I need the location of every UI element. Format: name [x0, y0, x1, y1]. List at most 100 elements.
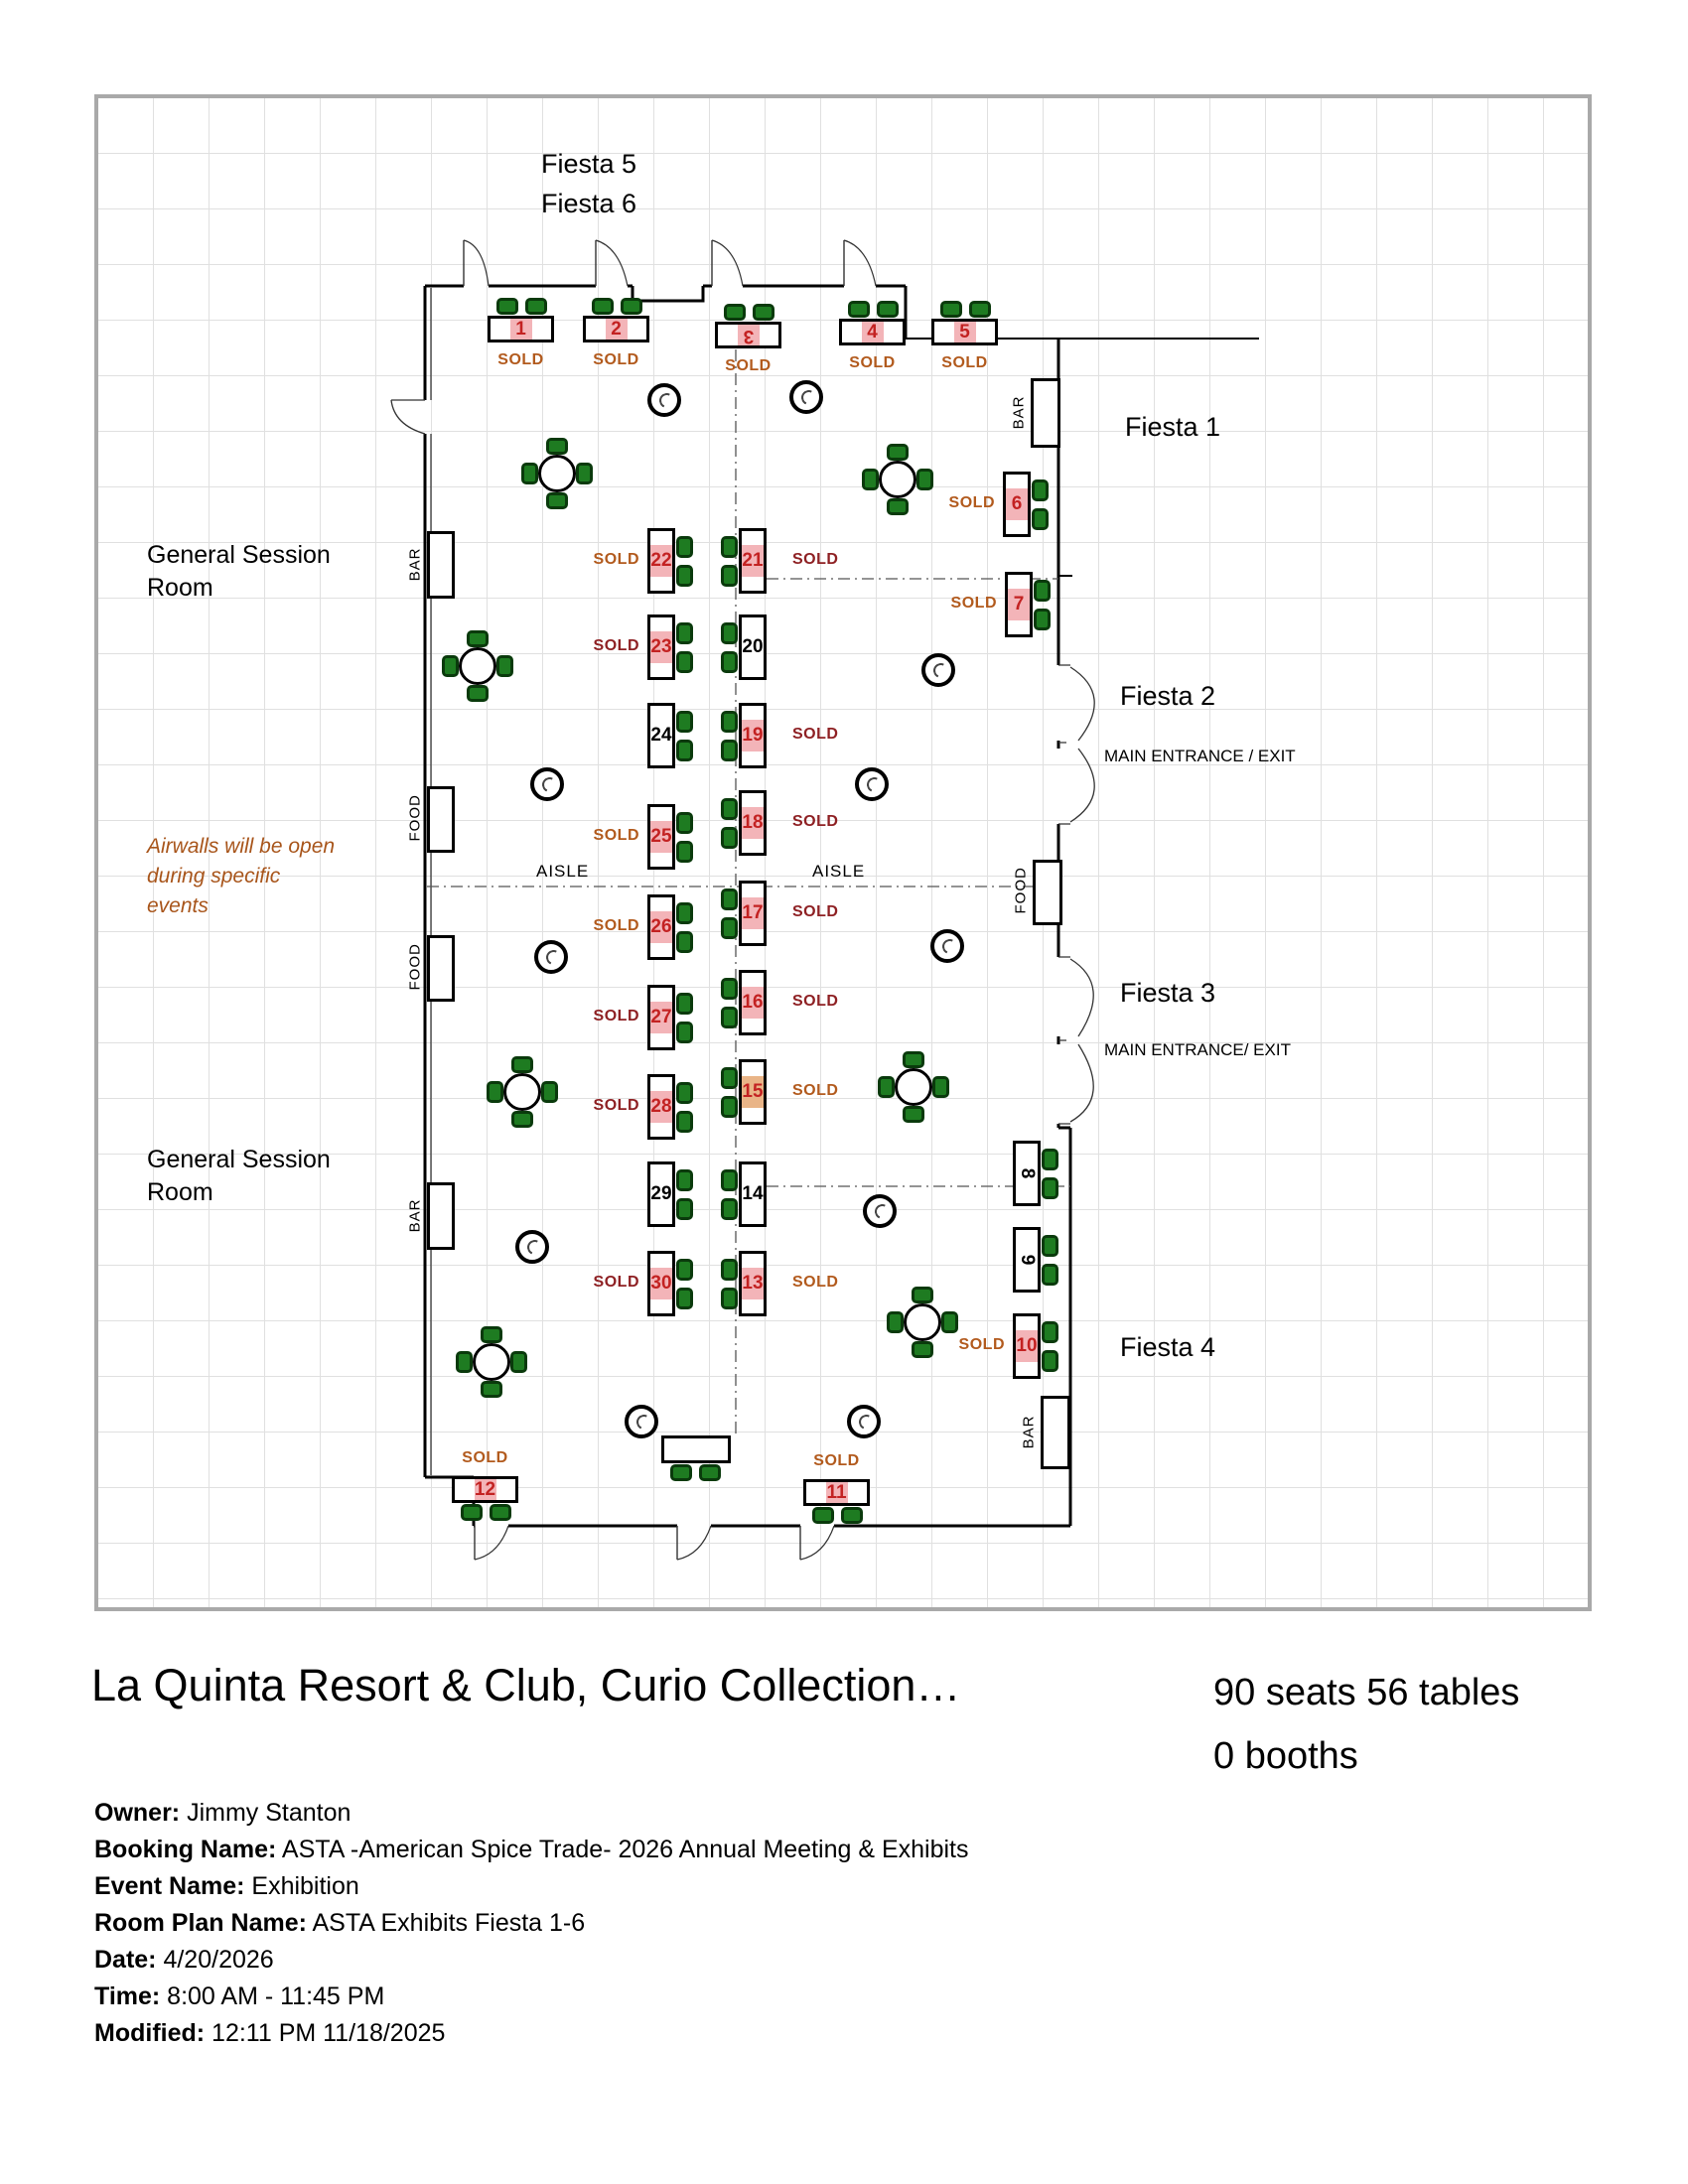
round-table[interactable]: [538, 455, 576, 492]
chair: [621, 298, 642, 315]
round-table[interactable]: [473, 1343, 510, 1381]
chair: [490, 1504, 511, 1521]
sold-label: SOLD: [725, 357, 772, 374]
chair: [481, 1326, 502, 1343]
table-number: 5: [959, 321, 970, 342]
table-unnumbered[interactable]: [661, 1435, 731, 1463]
detail-value: Exhibition: [244, 1872, 359, 1900]
cocktail-table[interactable]: [855, 767, 889, 801]
chair: [1034, 580, 1051, 602]
table-number: 22: [650, 550, 672, 571]
service-label-bar: BAR: [406, 547, 424, 582]
chair: [721, 1288, 738, 1309]
table-number: 24: [650, 725, 672, 746]
detail-value: 12:11 PM 11/18/2025: [205, 2019, 446, 2047]
table-number: 3: [743, 325, 754, 346]
chair: [576, 463, 593, 484]
detail-line: Booking Name: ASTA -American Spice Trade…: [94, 1832, 969, 1868]
chair: [941, 1311, 958, 1333]
chair: [676, 536, 693, 558]
chair: [721, 978, 738, 1000]
cocktail-table[interactable]: [847, 1405, 881, 1438]
sold-highlight: [953, 322, 976, 342]
chair: [676, 711, 693, 733]
exhibit-table-24[interactable]: [647, 703, 675, 768]
exhibit-table-29[interactable]: [647, 1161, 675, 1227]
chair: [676, 1111, 693, 1133]
service-box-food: [1033, 860, 1062, 925]
chair: [721, 1169, 738, 1191]
table-number: 17: [742, 902, 764, 923]
round-table[interactable]: [895, 1068, 932, 1106]
sold-label: SOLD: [593, 917, 639, 934]
sold-label: SOLD: [948, 494, 995, 511]
label-fiesta-2: Fiesta 2: [1120, 681, 1216, 711]
sold-label: SOLD: [813, 1452, 860, 1469]
service-box-food: [427, 786, 455, 853]
cocktail-table[interactable]: [625, 1405, 658, 1438]
table-number: 14: [742, 1183, 764, 1204]
chair: [912, 1341, 933, 1358]
exhibit-table-9[interactable]: [1013, 1227, 1041, 1293]
chair: [467, 685, 489, 702]
chair: [676, 1022, 693, 1043]
chair: [676, 993, 693, 1015]
cocktail-table[interactable]: [789, 380, 823, 414]
sold-label: SOLD: [792, 1274, 839, 1291]
sold-highlight: [742, 720, 764, 751]
cocktail-table[interactable]: [647, 383, 681, 417]
table-number: 25: [650, 826, 672, 847]
round-table[interactable]: [879, 461, 916, 498]
chair: [1042, 1264, 1058, 1286]
label-fiesta-4: Fiesta 4: [1120, 1332, 1216, 1362]
chair: [1042, 1350, 1058, 1372]
label-aisle: AISLE: [812, 862, 866, 881]
cocktail-table[interactable]: [530, 767, 564, 801]
table-number: 21: [742, 550, 764, 571]
chair: [676, 1198, 693, 1220]
chair: [878, 1076, 895, 1098]
chair: [721, 798, 738, 820]
cocktail-table[interactable]: [515, 1230, 549, 1264]
exhibit-table-14[interactable]: [739, 1161, 767, 1227]
airwalls-note: Airwalls will be open during specific ev…: [147, 835, 336, 917]
cocktail-table[interactable]: [534, 940, 568, 974]
label-fiesta-6: Fiesta 6: [541, 189, 637, 218]
table-number: 30: [650, 1273, 672, 1294]
sold-label: SOLD: [593, 351, 639, 368]
label-main-entrance-exit: MAIN ENTRANCE/ EXIT: [1104, 1040, 1291, 1059]
round-table[interactable]: [503, 1073, 541, 1111]
chair: [496, 655, 513, 677]
chair: [676, 565, 693, 587]
exhibit-table-20[interactable]: [739, 614, 767, 680]
chair: [916, 469, 933, 490]
cocktail-table[interactable]: [930, 929, 964, 963]
label-general-session-room: General Session Room: [147, 541, 331, 602]
sold-label: SOLD: [792, 903, 839, 920]
sold-highlight: [742, 1268, 764, 1299]
chair: [541, 1081, 558, 1103]
table-number: 10: [1016, 1335, 1038, 1356]
table-number: 8: [1017, 1167, 1038, 1179]
table-number: 7: [1013, 594, 1025, 614]
chair: [1032, 508, 1049, 530]
detail-label: Owner:: [94, 1799, 181, 1827]
chair: [721, 917, 738, 939]
exhibit-table-8[interactable]: [1013, 1141, 1041, 1206]
chair: [676, 1259, 693, 1281]
cocktail-table[interactable]: [863, 1194, 897, 1228]
chair: [887, 444, 909, 461]
chair: [1042, 1235, 1058, 1257]
chair: [721, 827, 738, 849]
label-aisle: AISLE: [536, 862, 590, 881]
chair: [887, 498, 909, 515]
sold-highlight: [650, 1268, 672, 1299]
round-table[interactable]: [904, 1303, 941, 1341]
table-number: 26: [650, 916, 672, 937]
label-fiesta-1: Fiesta 1: [1125, 412, 1221, 442]
round-table[interactable]: [459, 647, 496, 685]
cocktail-table[interactable]: [921, 653, 955, 687]
booths-count: 0 booths: [1213, 1735, 1358, 1777]
chair: [1032, 479, 1049, 501]
chair: [887, 1311, 904, 1333]
